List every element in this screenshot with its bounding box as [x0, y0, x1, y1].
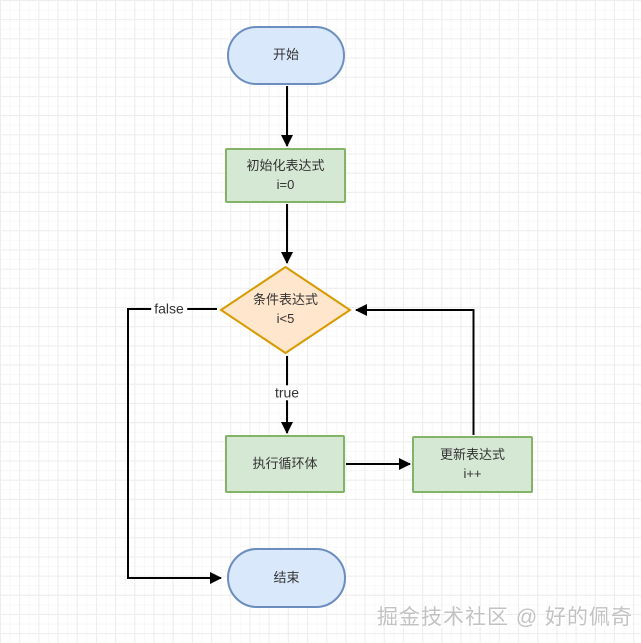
node-update-label: 更新表达式 — [439, 446, 505, 462]
node-condition-decision: 条件表达式 i<5 — [218, 265, 353, 355]
node-cond-sublabel: i<5 — [276, 311, 295, 326]
node-end-label: 结束 — [273, 569, 300, 585]
node-cond-label: 条件表达式 — [252, 292, 318, 308]
node-body-label: 执行循环体 — [252, 455, 318, 471]
edge-label-false: false — [151, 300, 187, 317]
edge-label-true: true — [271, 384, 303, 401]
node-init-sublabel: i=0 — [276, 176, 295, 192]
node-loop-body: 执行循环体 — [225, 435, 345, 493]
node-init-label: 初始化表达式 — [246, 157, 325, 173]
edge-update-to-cond — [355, 304, 475, 435]
node-start-label: 开始 — [272, 47, 299, 63]
node-end: 结束 — [227, 548, 346, 608]
watermark-text: 掘金技术社区 @ 好的佩奇 — [377, 606, 633, 629]
node-update-expression: 更新表达式 i++ — [412, 436, 533, 493]
diamond-shape — [219, 265, 352, 355]
node-start: 开始 — [227, 26, 345, 85]
edge-cond-to-end-false — [127, 308, 222, 584]
node-update-sublabel: i++ — [463, 465, 482, 481]
node-init-expression: 初始化表达式 i=0 — [225, 148, 346, 203]
